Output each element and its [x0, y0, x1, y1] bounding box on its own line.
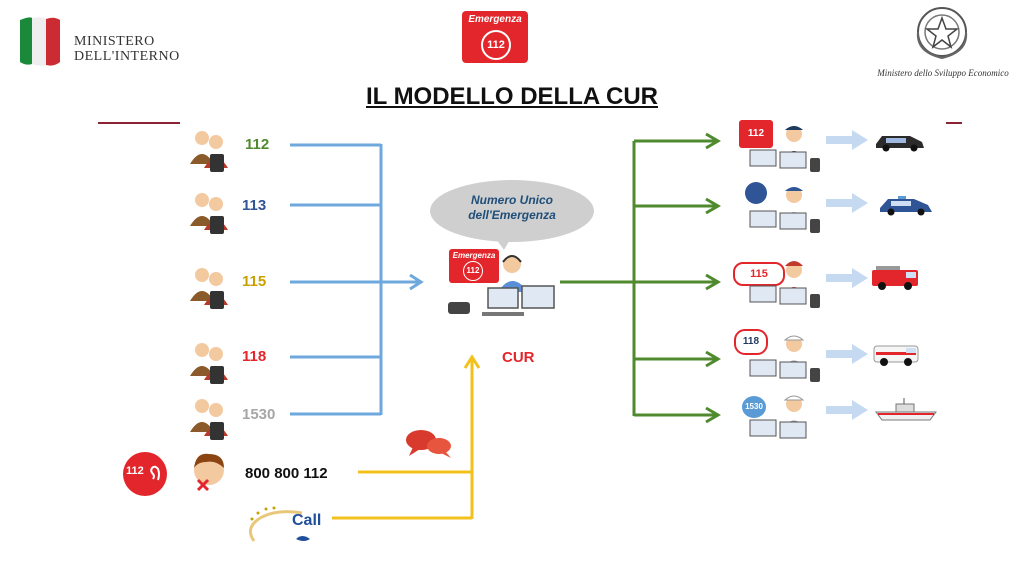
operator-badge-118: 118: [734, 329, 768, 355]
caller-number-115: 115: [242, 273, 267, 290]
call-app-logo-icon: [248, 506, 310, 542]
cloud-text: Numero Unico dell'Emergenza: [468, 193, 556, 222]
cur-112-badge: Emergenza 112: [449, 249, 499, 283]
title-rule-left: [98, 122, 180, 124]
coast-guard-operator-icon: [749, 395, 807, 439]
operator-badge-112: 112: [739, 120, 773, 148]
carabinieri-operator-icon: [749, 126, 820, 172]
operator-badge-1530: 1530: [742, 396, 766, 418]
cloud-tail: [494, 236, 512, 250]
carabinieri-car-icon: [876, 136, 924, 152]
cur-badge-label: Emergenza: [452, 251, 496, 260]
police-car-icon: [880, 196, 932, 216]
mise-caption: Ministero dello Sviluppo Economico: [877, 68, 1009, 78]
operator-workstation-icon: [448, 255, 555, 316]
caller-number-1530: 1530: [242, 406, 276, 423]
operator-badge-115: 115: [733, 262, 785, 286]
cur-badge-number: 112: [463, 261, 483, 281]
cur-label: CUR: [502, 349, 535, 366]
deaf-person-icon: [194, 453, 224, 492]
caller-icon: [190, 399, 228, 440]
caller-number-112: 112: [245, 136, 270, 153]
deaf-badge-number: 112: [126, 465, 144, 477]
call-app-label: Call: [292, 512, 322, 529]
caller-icon: [190, 193, 228, 234]
numero-unico-cloud: Numero Unico dell'Emergenza: [430, 180, 594, 242]
police-operator-icon: [745, 182, 820, 233]
caller-number-113: 113: [242, 197, 267, 214]
ambulance-icon: [873, 345, 919, 366]
italian-flag-icon: [20, 17, 60, 66]
chat-bubbles-icon: [406, 430, 451, 458]
fire-operator-icon: [749, 261, 820, 308]
title-rule-right: [946, 122, 962, 124]
fire-truck-icon: [872, 266, 918, 290]
italian-republic-emblem-icon: [916, 7, 968, 60]
deaf-service-number: 800 800 112: [245, 465, 328, 482]
ear-icon: [150, 465, 160, 481]
coast-guard-boat-icon: [875, 398, 937, 421]
ministry-name: MINISTERO DELL'INTERNO: [74, 34, 180, 64]
medical-operator-icon: [749, 335, 820, 382]
emergency-112-badge: Emergenza 112: [462, 11, 528, 63]
caller-icon: [190, 268, 228, 309]
ministero-interno-logo: MINISTERO DELL'INTERNO: [18, 14, 198, 70]
deaf-service-badge: 112: [123, 452, 167, 496]
page-title: IL MODELLO DELLA CUR: [366, 83, 658, 110]
mise-emblem-logo: Ministero dello Sviluppo Economico: [866, 2, 1018, 84]
caller-icon: [190, 131, 228, 172]
caller-icon: [190, 343, 228, 384]
emergency-badge-label: Emergenza: [468, 14, 522, 25]
caller-number-118: 118: [242, 348, 267, 365]
emergency-badge-number: 112: [481, 30, 511, 60]
